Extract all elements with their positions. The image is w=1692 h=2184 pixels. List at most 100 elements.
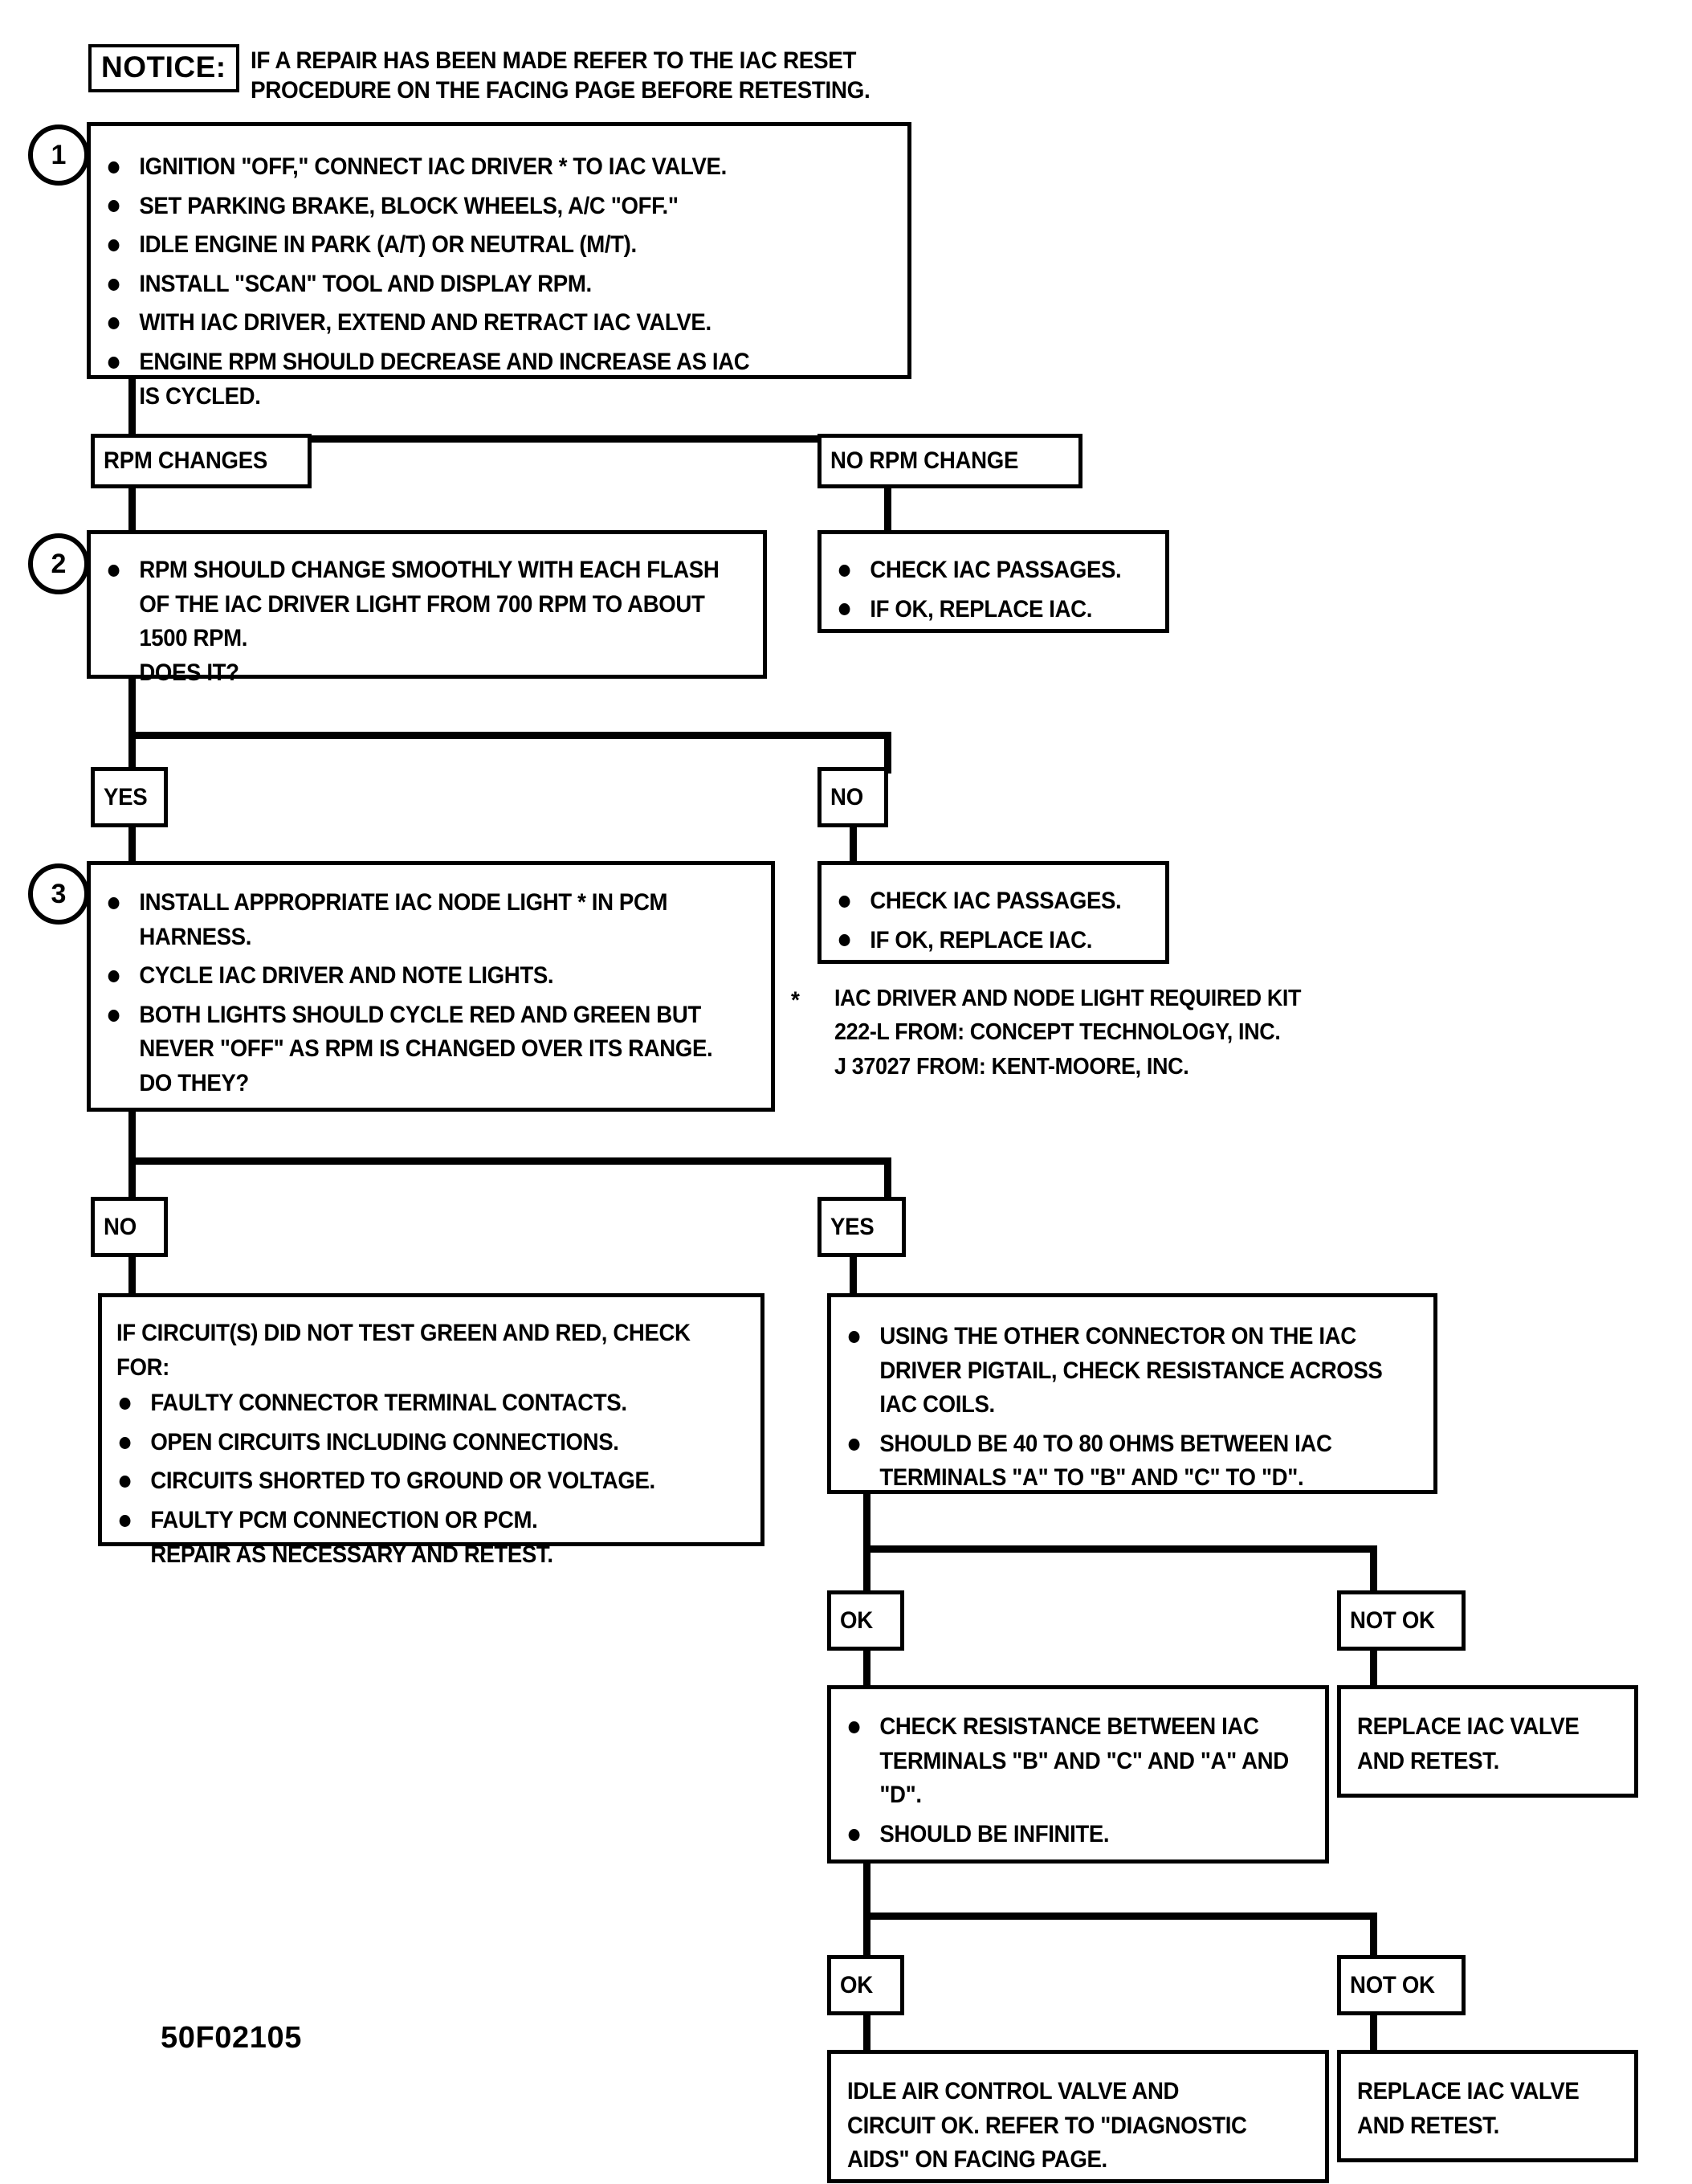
branch-label-yes-2: YES [817, 1197, 906, 1257]
list-item: DO THEY? [105, 1067, 748, 1101]
connector-line [863, 1649, 870, 1691]
bullet-icon [108, 239, 120, 251]
branch-label-yes-1: YES [91, 767, 168, 827]
connector-line [128, 732, 136, 774]
list-item: INSTALL "SCAN" TOOL AND DISPLAY RPM. [105, 267, 866, 302]
bullet-icon [838, 603, 850, 616]
list-item: RPM SHOULD CHANGE SMOOTHLY WITH EACH FLA… [105, 553, 730, 656]
step1-item-4: WITH IAC DRIVER, EXTEND AND RETRACT IAC … [139, 309, 711, 337]
step3-item-3: DO THEY? [139, 1069, 249, 1096]
footnote-line2: 222-L FROM: CONCEPT TECHNOLOGY, INC. [834, 1019, 1281, 1046]
step1-item-5: ENGINE RPM SHOULD DECREASE AND INCREASE … [139, 348, 750, 410]
bullet-icon [119, 1436, 131, 1449]
connector-line [128, 732, 891, 739]
connector-line [1370, 2014, 1377, 2055]
branch-label-ok-1: OK [827, 1590, 904, 1651]
bullet-icon [838, 564, 850, 577]
step3-box: INSTALL APPROPRIATE IAC NODE LIGHT * IN … [87, 861, 775, 1112]
final-ok-line1: IDLE AIR CONTROL VALVE AND [847, 2078, 1180, 2104]
step3-item-1: CYCLE IAC DRIVER AND NOTE LIGHTS. [139, 962, 554, 990]
replace-2-line2: AND RETEST. [1357, 2112, 1499, 2139]
list-item: CHECK IAC PASSAGES. [836, 553, 1139, 588]
circuit-item-3: FAULTY PCM CONNECTION OR PCM. [150, 1506, 538, 1533]
list-item: SHOULD BE 40 TO 80 OHMS BETWEEN IAC TERM… [846, 1427, 1405, 1496]
bullet-icon [108, 896, 120, 909]
list-item: USING THE OTHER CONNECTOR ON THE IAC DRI… [846, 1320, 1396, 1423]
circuit-item-1: OPEN CIRCUITS INCLUDING CONNECTIONS. [150, 1428, 619, 1455]
list-item: FAULTY CONNECTOR TERMINAL CONTACTS. [116, 1386, 709, 1421]
bullet-icon [848, 1828, 860, 1841]
notice-header: NOTICE: IF A REPAIR HAS BEEN MADE REFER … [88, 44, 916, 105]
list-item: INSTALL APPROPRIATE IAC NODE LIGHT * IN … [105, 886, 738, 954]
bullet-icon [119, 1476, 131, 1488]
connector-line [1370, 1913, 1377, 1961]
connector-line [128, 379, 136, 442]
connector-line [128, 1157, 891, 1165]
list-item: WITH IAC DRIVER, EXTEND AND RETRACT IAC … [105, 306, 866, 341]
step2-no-item-0: CHECK IAC PASSAGES. [870, 888, 1122, 914]
list-item: DOES IT? [105, 656, 740, 691]
connector-line [884, 487, 891, 535]
bullet-icon [119, 1397, 131, 1410]
footnote-asterisk: * [791, 987, 800, 1014]
step2-no-item-1: IF OK, REPLACE IAC. [870, 926, 1093, 953]
connector-line [128, 487, 136, 535]
step2-no-result-box: CHECK IAC PASSAGES. IF OK, REPLACE IAC. [817, 861, 1169, 964]
no-rpm-item-1: IF OK, REPLACE IAC. [870, 595, 1093, 623]
bullet-icon [108, 356, 120, 369]
no-rpm-change-result-box: CHECK IAC PASSAGES. IF OK, REPLACE IAC. [817, 530, 1169, 633]
bullet-icon [108, 161, 120, 173]
list-item: IDLE ENGINE IN PARK (A/T) OR NEUTRAL (M/… [105, 228, 866, 263]
step3-item-0: INSTALL APPROPRIATE IAC NODE LIGHT * IN … [139, 889, 668, 950]
branch-label-not-ok-2: NOT OK [1337, 1955, 1466, 2015]
connector-line [128, 435, 891, 443]
step1-item-1: SET PARKING BRAKE, BLOCK WHEELS, A/C "OF… [139, 192, 679, 219]
list-item: IGNITION "OFF," CONNECT IAC DRIVER * TO … [105, 150, 866, 185]
list-item: CHECK IAC PASSAGES. [836, 884, 1139, 919]
branch-label-no-1: NO [817, 767, 888, 827]
list-item: SET PARKING BRAKE, BLOCK WHEELS, A/C "OF… [105, 190, 866, 224]
infinite-item-1: SHOULD BE INFINITE. [879, 1820, 1110, 1847]
footnote: * IAC DRIVER AND NODE LIGHT REQUIRED KIT… [791, 982, 1302, 1084]
replace-iac-valve-box-1: REPLACE IAC VALVE AND RETEST. [1337, 1685, 1638, 1798]
step1-item-2: IDLE ENGINE IN PARK (A/T) OR NEUTRAL (M/… [139, 231, 637, 259]
list-item: ENGINE RPM SHOULD DECREASE AND INCREASE … [105, 345, 775, 414]
list-item: CIRCUITS SHORTED TO GROUND OR VOLTAGE. [116, 1464, 709, 1499]
circuit-check-heading-2: FOR: [116, 1353, 169, 1381]
list-item: OPEN CIRCUITS INCLUDING CONNECTIONS. [116, 1426, 709, 1460]
footnote-line3: J 37027 FROM: KENT-MOORE, INC. [834, 1053, 1189, 1080]
step2-box: RPM SHOULD CHANGE SMOOTHLY WITH EACH FLA… [87, 530, 767, 686]
notice-text-line1: IF A REPAIR HAS BEEN MADE REFER TO THE I… [250, 47, 856, 74]
bullet-icon [108, 564, 120, 577]
step-circle-2: 2 [28, 533, 89, 594]
resistance-item-0: USING THE OTHER CONNECTOR ON THE IAC DRI… [879, 1323, 1383, 1419]
notice-text: IF A REPAIR HAS BEEN MADE REFER TO THE I… [251, 46, 870, 105]
circuit-check-heading-1: IF CIRCUIT(S) DID NOT TEST GREEN AND RED… [116, 1320, 691, 1346]
list-item: FAULTY PCM CONNECTION OR PCM. [116, 1504, 709, 1538]
bullet-icon [838, 934, 850, 947]
footnote-line1: IAC DRIVER AND NODE LIGHT REQUIRED KIT [834, 986, 1302, 1011]
connector-line [128, 826, 136, 866]
bullet-icon [838, 895, 850, 908]
bullet-icon [108, 1009, 120, 1022]
step1-item-3: INSTALL "SCAN" TOOL AND DISPLAY RPM. [139, 270, 592, 297]
resistance-check-box: USING THE OTHER CONNECTOR ON THE IAC DRI… [827, 1293, 1437, 1494]
connector-line [850, 1255, 857, 1300]
list-item: CYCLE IAC DRIVER AND NOTE LIGHTS. [105, 959, 748, 994]
connector-line [884, 732, 891, 774]
infinite-item-0: CHECK RESISTANCE BETWEEN IAC TERMINALS "… [879, 1713, 1289, 1809]
notice-chip-label: NOTICE: [88, 44, 239, 92]
connector-line [884, 1157, 891, 1206]
bullet-icon [848, 1330, 860, 1343]
final-ok-box: IDLE AIR CONTROL VALVE AND CIRCUIT OK. R… [827, 2050, 1329, 2183]
connector-line [1370, 1545, 1377, 1595]
final-ok-line2: CIRCUIT OK. REFER TO "DIAGNOSTIC [847, 2112, 1247, 2139]
connector-line [863, 1494, 870, 1550]
circuit-check-box: IF CIRCUIT(S) DID NOT TEST GREEN AND RED… [98, 1293, 764, 1568]
list-item: SHOULD BE INFINITE. [846, 1818, 1311, 1852]
replace-2-line1: REPLACE IAC VALVE [1357, 2078, 1580, 2104]
branch-label-not-ok-1: NOT OK [1337, 1590, 1466, 1651]
connector-line [1370, 1649, 1377, 1691]
infinite-resistance-box: CHECK RESISTANCE BETWEEN IAC TERMINALS "… [827, 1685, 1329, 1864]
connector-line [863, 1545, 870, 1595]
